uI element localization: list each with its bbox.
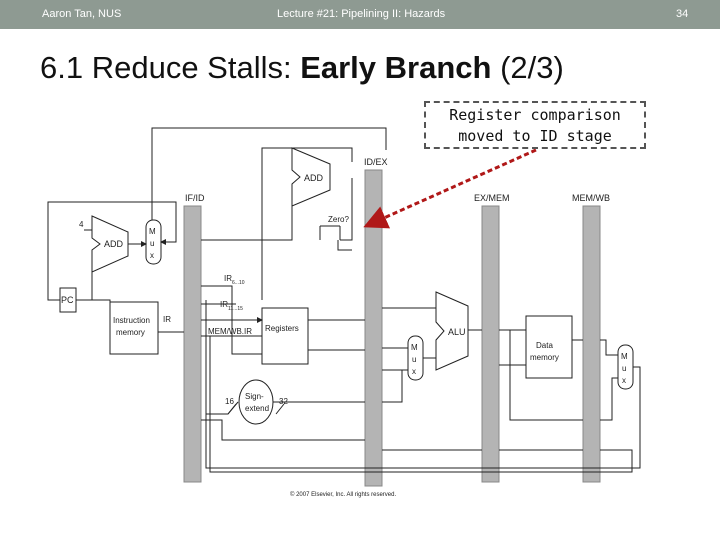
header-page-number: 34: [676, 8, 689, 20]
header-lecture: Lecture #21: Pipelining II: Hazards: [277, 8, 446, 20]
sign-extend-line2: extend: [245, 404, 269, 413]
mem-wb-label: MEM/WB: [572, 193, 610, 203]
branch-adder-label: ADD: [304, 173, 324, 183]
branch-adder: [291, 147, 331, 207]
wb-mux-m: M: [621, 352, 628, 361]
if-mux-x: x: [150, 251, 154, 260]
callout-box: Register comparison moved to ID stage: [424, 101, 646, 149]
data-memory-line2: memory: [530, 353, 559, 362]
callout-line1: Register comparison: [449, 106, 621, 124]
constant-four: 4: [79, 220, 84, 229]
if-id-register: [183, 205, 202, 483]
title-prefix: 6.1 Reduce Stalls:: [40, 50, 301, 85]
bits-16-label: 16: [225, 397, 234, 406]
callout-arrow: [363, 148, 537, 229]
sign-extend-ellipse: [238, 379, 274, 425]
copyright-notice: © 2007 Elsevier, Inc. All rights reserve…: [290, 491, 396, 498]
sign-extend-line1: Sign-: [245, 392, 264, 401]
ir-6-10-label: IR6...10: [224, 274, 245, 286]
ir-6-10-main: IR: [224, 274, 232, 283]
header-author: Aaron Tan, NUS: [42, 8, 122, 20]
mem-wb-ir-label: MEM/WB.IR: [208, 327, 252, 336]
callout-line2: moved to ID stage: [458, 127, 612, 145]
data-memory: [525, 315, 573, 379]
ir-label: IR: [163, 315, 171, 324]
ir-6-10-sub: 6...10: [232, 280, 245, 286]
slide-header: Aaron Tan, NUS Lecture #21: Pipelining I…: [0, 0, 720, 29]
wb-mux-u: u: [622, 364, 626, 373]
data-memory-line1: Data: [536, 341, 553, 350]
instruction-memory: [109, 301, 159, 355]
ex-mux-u: u: [412, 355, 416, 364]
id-ex-label: ID/EX: [364, 157, 388, 167]
mem-wb-register: [582, 205, 601, 483]
zero-label: Zero?: [328, 215, 349, 224]
wb-mux-x: x: [622, 376, 626, 385]
ex-mux-x: x: [412, 367, 416, 376]
title-bold: Early Branch: [300, 50, 492, 85]
pc-label: PC: [61, 295, 74, 305]
instruction-memory-line1: Instruction: [113, 316, 150, 325]
instruction-memory-line2: memory: [116, 328, 145, 337]
ex-mux-m: M: [411, 343, 418, 352]
register-file-label: Registers: [265, 324, 299, 333]
if-adder-label: ADD: [104, 239, 124, 249]
alu: [435, 291, 469, 371]
ir-11-15-sub: 11...15: [228, 306, 243, 312]
if-id-label: IF/ID: [185, 193, 205, 203]
title-suffix: (2/3): [491, 50, 564, 85]
ex-mem-register: [481, 205, 500, 483]
if-mux-m: M: [149, 227, 156, 236]
register-file: [261, 307, 309, 365]
alu-label: ALU: [448, 327, 466, 337]
ex-mem-label: EX/MEM: [474, 193, 510, 203]
id-ex-register: [364, 169, 383, 487]
slide-title: 6.1 Reduce Stalls: Early Branch (2/3): [40, 50, 564, 86]
if-mux-u: u: [150, 239, 154, 248]
